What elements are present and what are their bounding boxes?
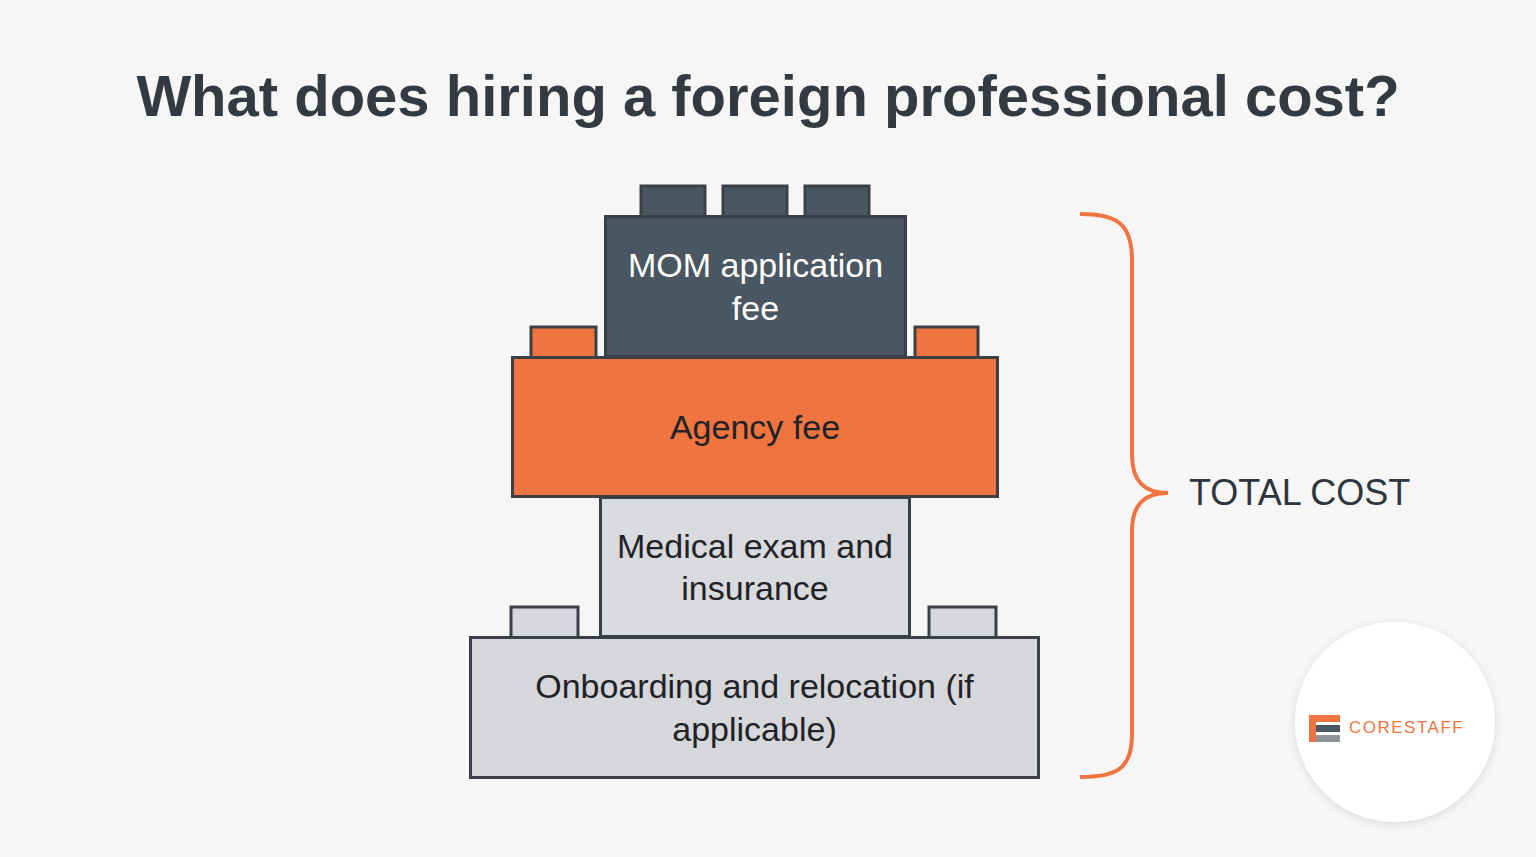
stud — [511, 607, 578, 638]
total-label: TOTAL COST — [1189, 472, 1410, 514]
stud — [915, 327, 978, 358]
stud — [641, 186, 705, 217]
block-label: Agency fee — [658, 406, 852, 449]
block-label: Medical exam and insurance — [602, 525, 908, 610]
logo-circle — [1295, 622, 1495, 822]
stud — [531, 327, 596, 358]
title: What does hiring a foreign professional … — [0, 62, 1536, 129]
bracket — [1080, 214, 1168, 777]
stud — [805, 186, 869, 217]
block-label: Onboarding and relocation (if applicable… — [472, 665, 1037, 750]
stud — [723, 186, 787, 217]
block-label: MOM application fee — [607, 244, 904, 329]
middle-block: Agency fee — [511, 356, 999, 498]
base-block: Onboarding and relocation (if applicable… — [469, 636, 1040, 779]
lower-block: Medical exam and insurance — [599, 496, 911, 638]
logo-text: CORESTAFF — [1349, 718, 1464, 738]
logo-icon — [1309, 715, 1340, 742]
stud — [929, 607, 996, 638]
top-block: MOM application fee — [604, 215, 907, 358]
